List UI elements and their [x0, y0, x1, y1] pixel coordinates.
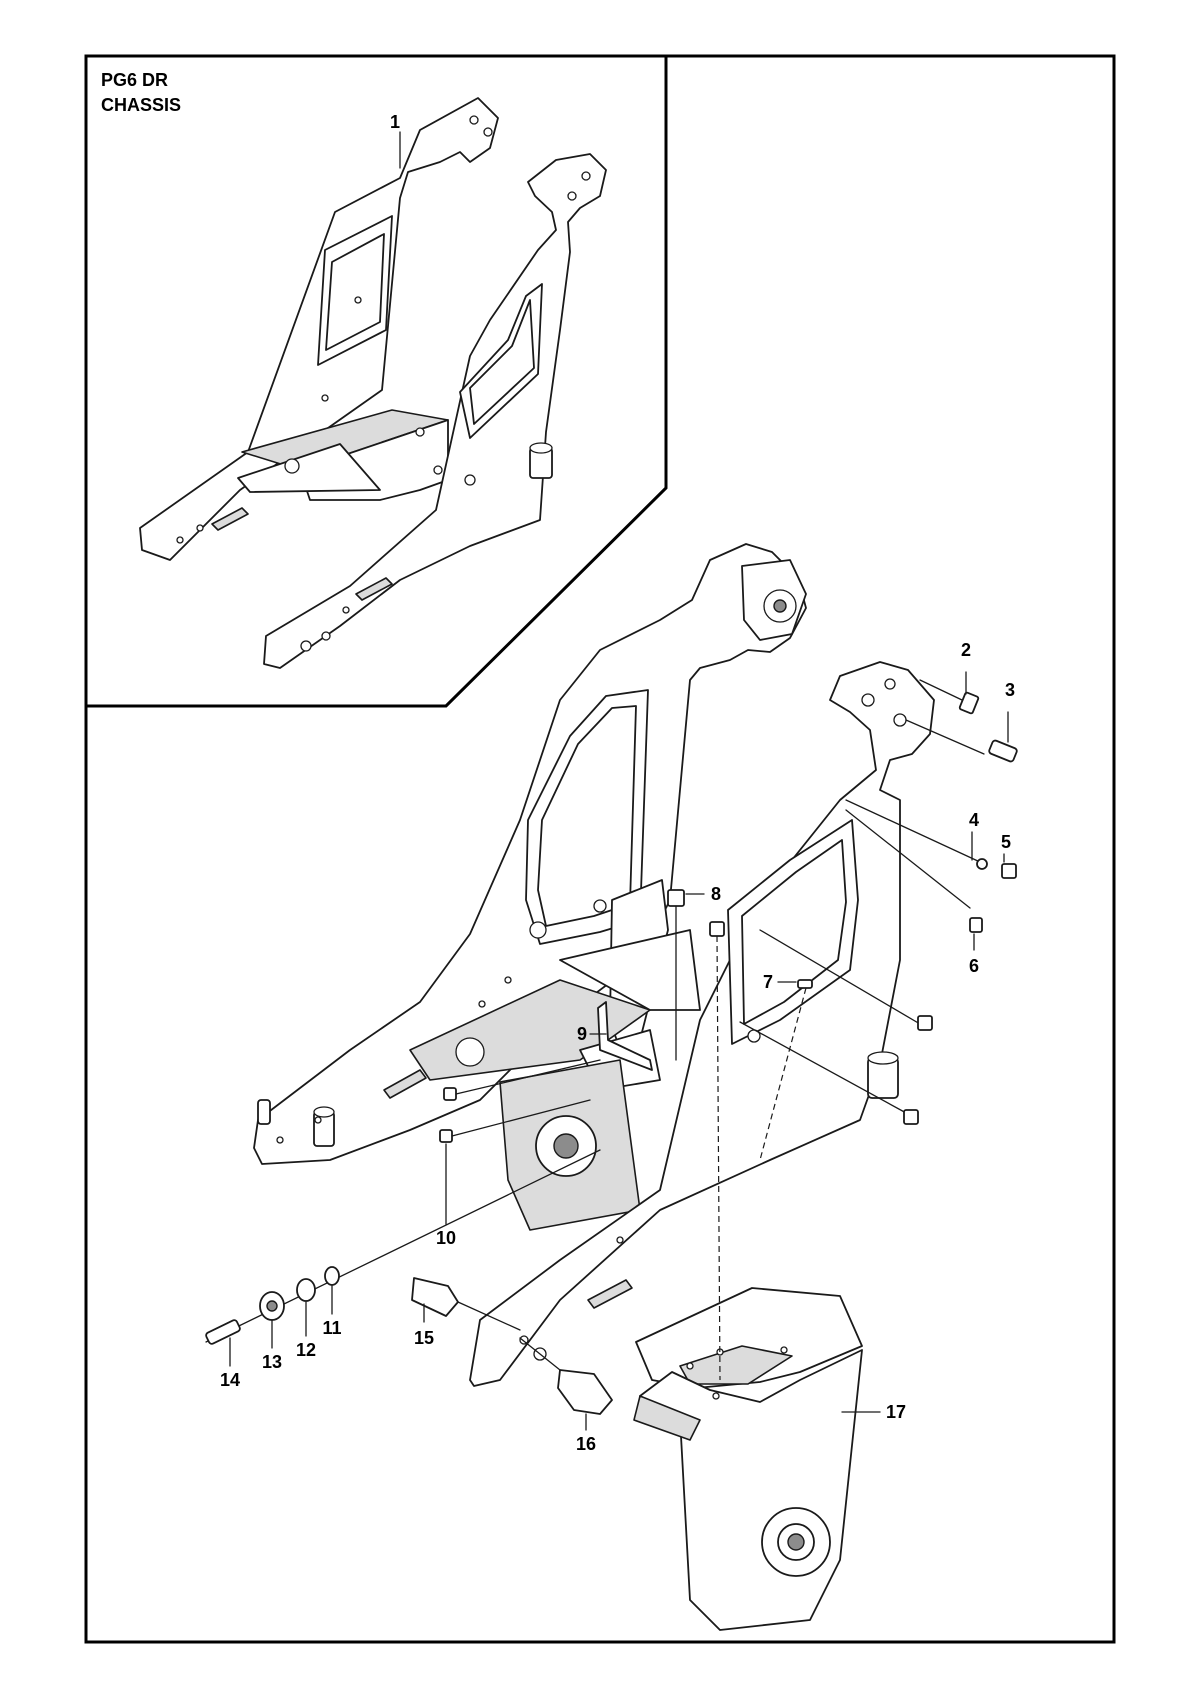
fastener-line-mid [759, 929, 921, 1025]
callout-3: 3 [1005, 680, 1015, 700]
bolt-8b-path [716, 935, 721, 1381]
callout-17: 17 [886, 1402, 906, 1422]
fastener-line-6 [845, 809, 971, 909]
callout-9: 9 [577, 1024, 587, 1044]
bolt-6 [969, 917, 983, 933]
bolt-10b-path [451, 1099, 591, 1137]
callout-16: 16 [576, 1434, 596, 1454]
bushing-16-path [519, 1337, 561, 1371]
washer-4 [976, 858, 988, 870]
bolt-10 [443, 1087, 457, 1101]
callout-5: 5 [1001, 832, 1011, 852]
bolt-10-path [455, 1059, 601, 1095]
fastener-line-2 [919, 679, 963, 701]
callout-1: 1 [390, 112, 400, 132]
callout-12: 12 [296, 1340, 316, 1360]
pin-15-path [457, 1301, 521, 1331]
callout-14: 14 [220, 1370, 240, 1390]
callout-13: 13 [262, 1352, 282, 1372]
callout-15: 15 [414, 1328, 434, 1348]
bolt-low [903, 1109, 919, 1125]
inset-panel-border [86, 56, 668, 708]
nut-11 [324, 1266, 340, 1286]
model-title: PG6 DR [101, 70, 168, 90]
callout-2: 2 [961, 640, 971, 660]
page-frame [84, 54, 1116, 1644]
callout-4: 4 [969, 810, 979, 830]
bolt-14 [205, 1319, 241, 1345]
callout-7: 7 [763, 972, 773, 992]
bolt-3 [988, 739, 1018, 763]
fastener-line-3 [905, 719, 985, 755]
washer-12 [296, 1278, 316, 1302]
bolt-8b [709, 921, 725, 937]
inset-chassis-frame [139, 97, 607, 669]
screw-7 [797, 979, 813, 989]
bolt-2 [958, 691, 980, 715]
fastener-line-4-5 [845, 799, 981, 863]
callout-8: 8 [711, 884, 721, 904]
bolt-mid [917, 1015, 933, 1031]
pin-15 [411, 1277, 459, 1317]
callout-10: 10 [436, 1228, 456, 1248]
callout-11: 11 [322, 1318, 341, 1338]
callout-6: 6 [969, 956, 979, 976]
lever-bracket [597, 1001, 653, 1071]
bolt-10b [439, 1129, 453, 1143]
main-chassis-frame [253, 543, 935, 1387]
section-title: CHASSIS [101, 95, 181, 115]
fastener-line-low [739, 1021, 909, 1115]
bolt-8 [667, 889, 685, 907]
bushing-16 [557, 1369, 613, 1415]
bolt-5 [1001, 863, 1017, 879]
guard-mount [633, 1287, 863, 1631]
